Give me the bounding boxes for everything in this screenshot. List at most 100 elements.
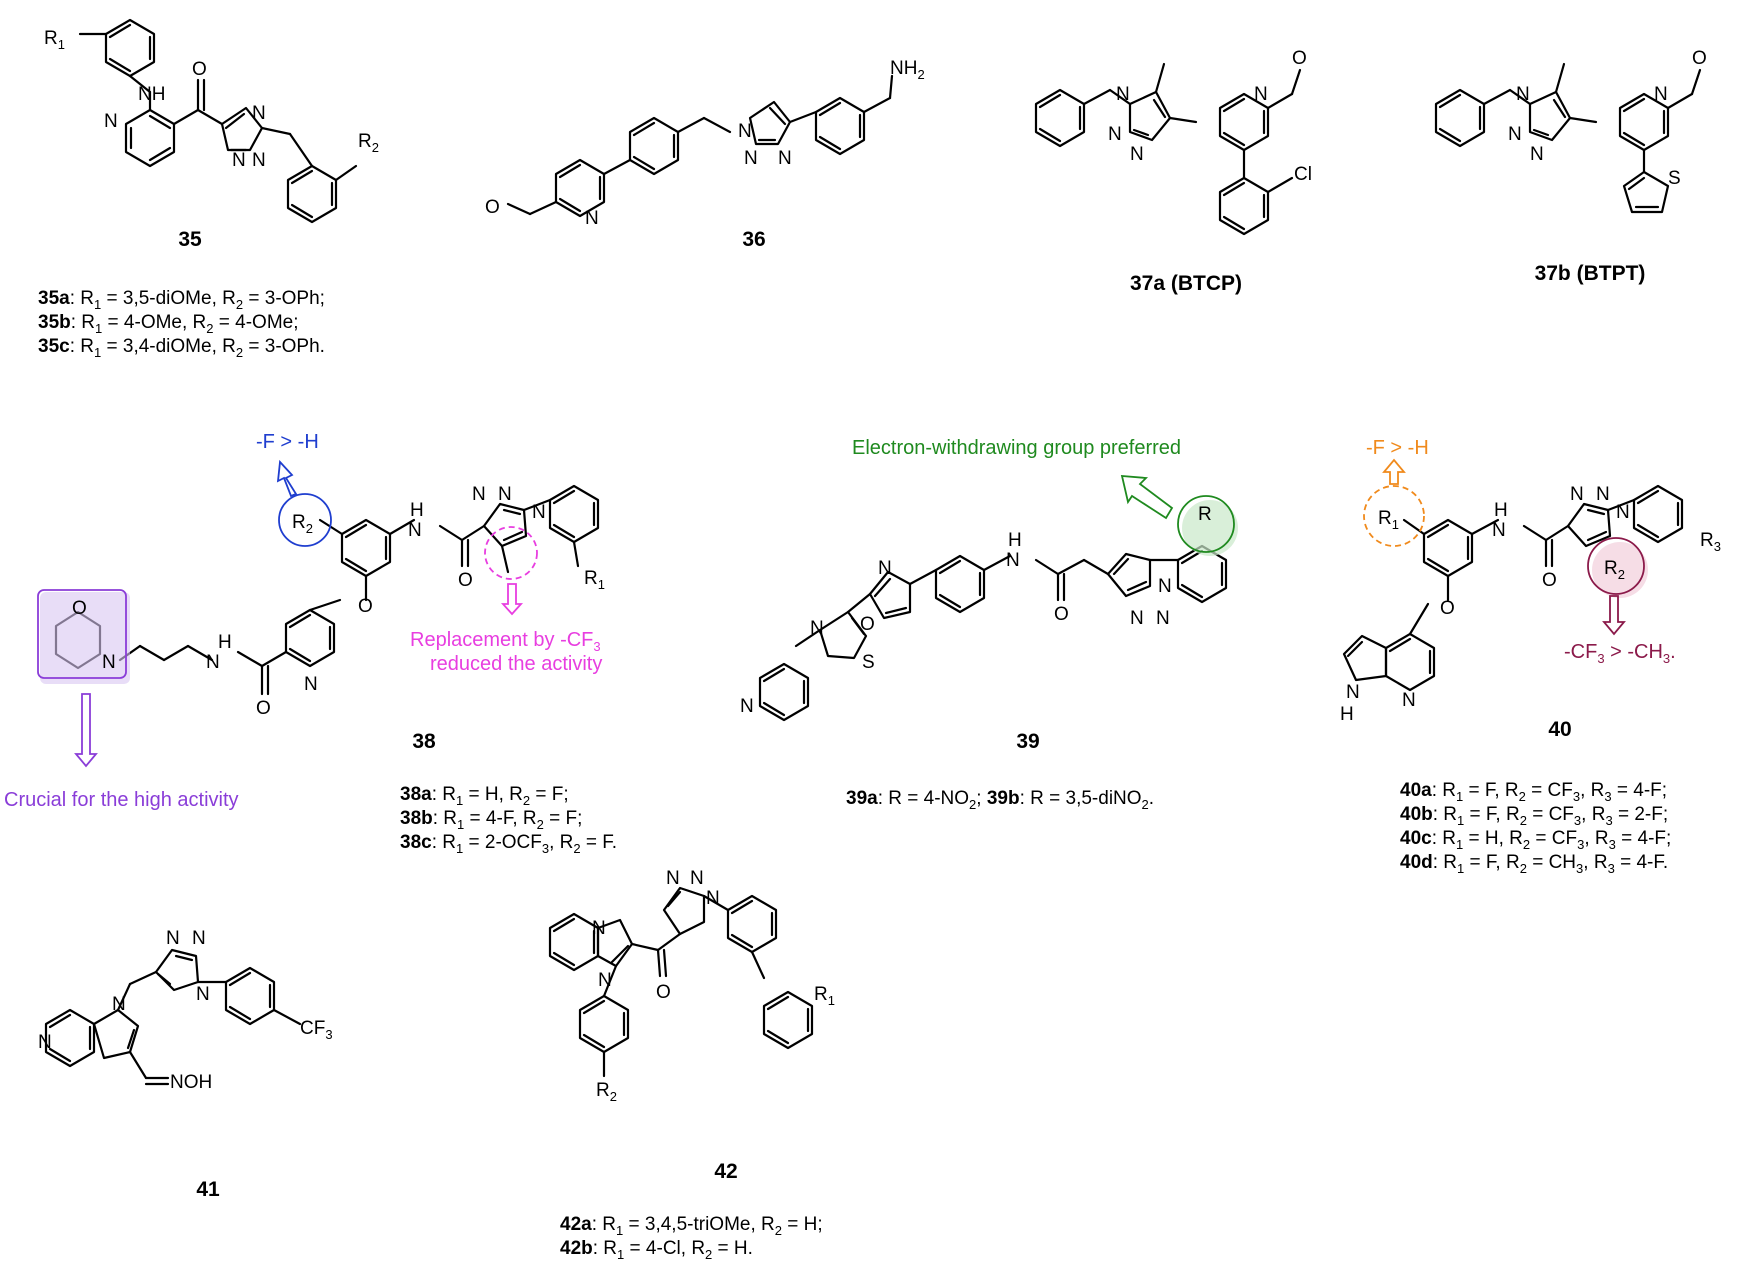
- structure-37b: [1434, 62, 1702, 214]
- atom-n3-37a: N: [1130, 144, 1144, 165]
- variant-38a: 38a: R1 = H, R2 = F;: [400, 784, 569, 808]
- atom-r-39: R: [1198, 504, 1212, 525]
- atom-n1-37b: N: [1516, 84, 1530, 105]
- structure-40: [1342, 484, 1684, 692]
- atom-n-isox-39: N: [878, 558, 892, 579]
- atom-o-amide-40: O: [1542, 570, 1557, 591]
- variant-38b: 38b: R1 = 4-F, R2 = F;: [400, 808, 582, 832]
- atom-n1-41: N: [166, 928, 180, 949]
- atom-n3-35: N: [252, 150, 266, 171]
- atom-n2-37b: N: [1508, 124, 1522, 145]
- atom-nh-38: H: [410, 500, 424, 521]
- compound-number-39: 39: [1016, 730, 1039, 753]
- variant-40c: 40c: R1 = H, R2 = CF3, R3 = 4-F;: [1400, 828, 1671, 852]
- atom-n3-36: N: [778, 148, 792, 169]
- atom-n-pyr-39: N: [740, 696, 754, 717]
- atom-n2-39: N: [1156, 608, 1170, 629]
- atom-o-35: O: [192, 59, 207, 80]
- annotation-40-cf3: -CF3 > -CH3.: [1564, 641, 1676, 666]
- atom-r1-42: R1: [814, 984, 835, 1008]
- variant-39: 39a: R = 4-NO2; 39b: R = 3,5-diNO2.: [846, 788, 1154, 812]
- atom-o-37b: O: [1692, 48, 1707, 69]
- atom-r2-40: R2: [1604, 558, 1625, 582]
- variant-42b: 42b: R1 = 4-Cl, R2 = H.: [560, 1238, 753, 1262]
- atom-n3-37b: N: [1530, 144, 1544, 165]
- atom-n1-35: N: [252, 103, 266, 124]
- atom-o-ether-40: O: [1440, 598, 1455, 619]
- atom-n3-39: N: [1158, 576, 1172, 597]
- atom-n1-39: N: [1130, 608, 1144, 629]
- compound-number-37a: 37a (BTCP): [1130, 272, 1242, 295]
- atom-nh2-36: NH2: [890, 58, 925, 82]
- compound-number-40: 40: [1548, 718, 1571, 741]
- structure-39: [758, 544, 1228, 722]
- highlight-circle-r2-38: [278, 493, 332, 547]
- structure-36: [506, 74, 894, 218]
- dashed-circle-methyl-38: [484, 526, 538, 580]
- atom-h-pyrrole-40: H: [1340, 704, 1354, 725]
- atom-r2-38: R2: [292, 512, 313, 536]
- variant-35a: 35a: R1 = 3,5-diOMe, R2 = 3-OPh;: [38, 288, 325, 312]
- variant-38c: 38c: R1 = 2-OCF3, R2 = F.: [400, 832, 617, 856]
- highlight-circle-r-39: [1177, 495, 1235, 553]
- compound-numbers: 35 36 37a (BTCP) 37b (BTPT) 38 39 40 41 …: [178, 228, 1645, 1201]
- atom-nh-40: H: [1494, 500, 1508, 521]
- annotation-text: -F > -H Replacement by -CF3 reduced the …: [4, 431, 1676, 811]
- atom-o-morph-38: O: [72, 598, 87, 619]
- atom-n-pyr-41: N: [38, 1032, 52, 1053]
- variant-42a: 42a: R1 = 3,4,5-triOMe, R2 = H;: [560, 1214, 823, 1238]
- atom-noh-41: NOH: [170, 1072, 212, 1093]
- annotation-38-cf3-line1: Replacement by -CF3: [410, 629, 601, 654]
- atom-n3-42: N: [706, 888, 720, 909]
- atom-o-ether-38: O: [358, 596, 373, 617]
- atom-n-35-pyr: N: [104, 111, 118, 132]
- atom-n-pyrrole-41: N: [112, 994, 126, 1015]
- atom-n-amide-39: N: [1006, 550, 1020, 571]
- annotation-shapes: [37, 458, 1648, 768]
- structure-38: [54, 484, 600, 696]
- arrow-icon-38-cf3: [500, 583, 524, 616]
- atom-cf3-41: CF3: [300, 1018, 333, 1042]
- atom-cl-37a: Cl: [1294, 164, 1312, 185]
- atom-n-bridge-42: N: [592, 918, 606, 939]
- atom-r2-35: R2: [358, 131, 379, 155]
- atom-r1-38: R1: [584, 568, 605, 592]
- annotation-38-morph: Crucial for the high activity: [4, 789, 239, 811]
- atom-o-37a: O: [1292, 48, 1307, 69]
- atom-n-amide-38: N: [408, 520, 422, 541]
- compound-number-42: 42: [714, 1160, 737, 1183]
- structure-42: [548, 886, 814, 1078]
- atom-n-pyr-40: N: [1402, 690, 1416, 711]
- arrow-icon-38-f: [276, 459, 298, 498]
- annotation-39-ewg: Electron-withdrawing group preferred: [852, 437, 1181, 459]
- annotation-38-f-h: -F > -H: [256, 431, 319, 453]
- compound-number-36: 36: [742, 228, 765, 251]
- atom-r1-40: R1: [1378, 508, 1399, 532]
- compound-number-41: 41: [196, 1178, 220, 1201]
- arrow-icon-38-morph: [74, 693, 98, 768]
- atom-n1-38: N: [472, 484, 486, 505]
- atom-n-pyr-38: N: [304, 674, 318, 695]
- atom-nh-35: NH: [138, 84, 165, 105]
- atom-r2-42: R2: [596, 1080, 617, 1104]
- atom-n2-42: N: [690, 868, 704, 889]
- atom-n-thz-39: N: [810, 618, 824, 639]
- atom-n-37b-pyr: N: [1654, 84, 1668, 105]
- atom-n3-40: N: [1616, 502, 1630, 523]
- atom-o-36: O: [485, 197, 500, 218]
- atom-r3-40: R3: [1700, 530, 1721, 554]
- highlight-box-morpholine-38: [40, 592, 130, 684]
- atom-n2-36: N: [744, 148, 758, 169]
- variant-35c: 35c: R1 = 3,4-diOMe, R2 = 3-OPh.: [38, 336, 325, 360]
- atom-h-39: H: [1008, 530, 1022, 551]
- annotation-38-cf3-line2: reduced the activity: [430, 653, 602, 675]
- atom-n3-41: N: [196, 984, 210, 1005]
- atom-o-42: O: [656, 982, 671, 1003]
- atom-s-37b: S: [1668, 168, 1681, 189]
- atom-r1-35: R1: [44, 28, 65, 52]
- atom-n1-40: N: [1570, 484, 1584, 505]
- structure-41: [44, 948, 302, 1086]
- highlight-circle-r2-40: [1587, 537, 1645, 595]
- arrow-icon-40-cf3: [1602, 595, 1626, 636]
